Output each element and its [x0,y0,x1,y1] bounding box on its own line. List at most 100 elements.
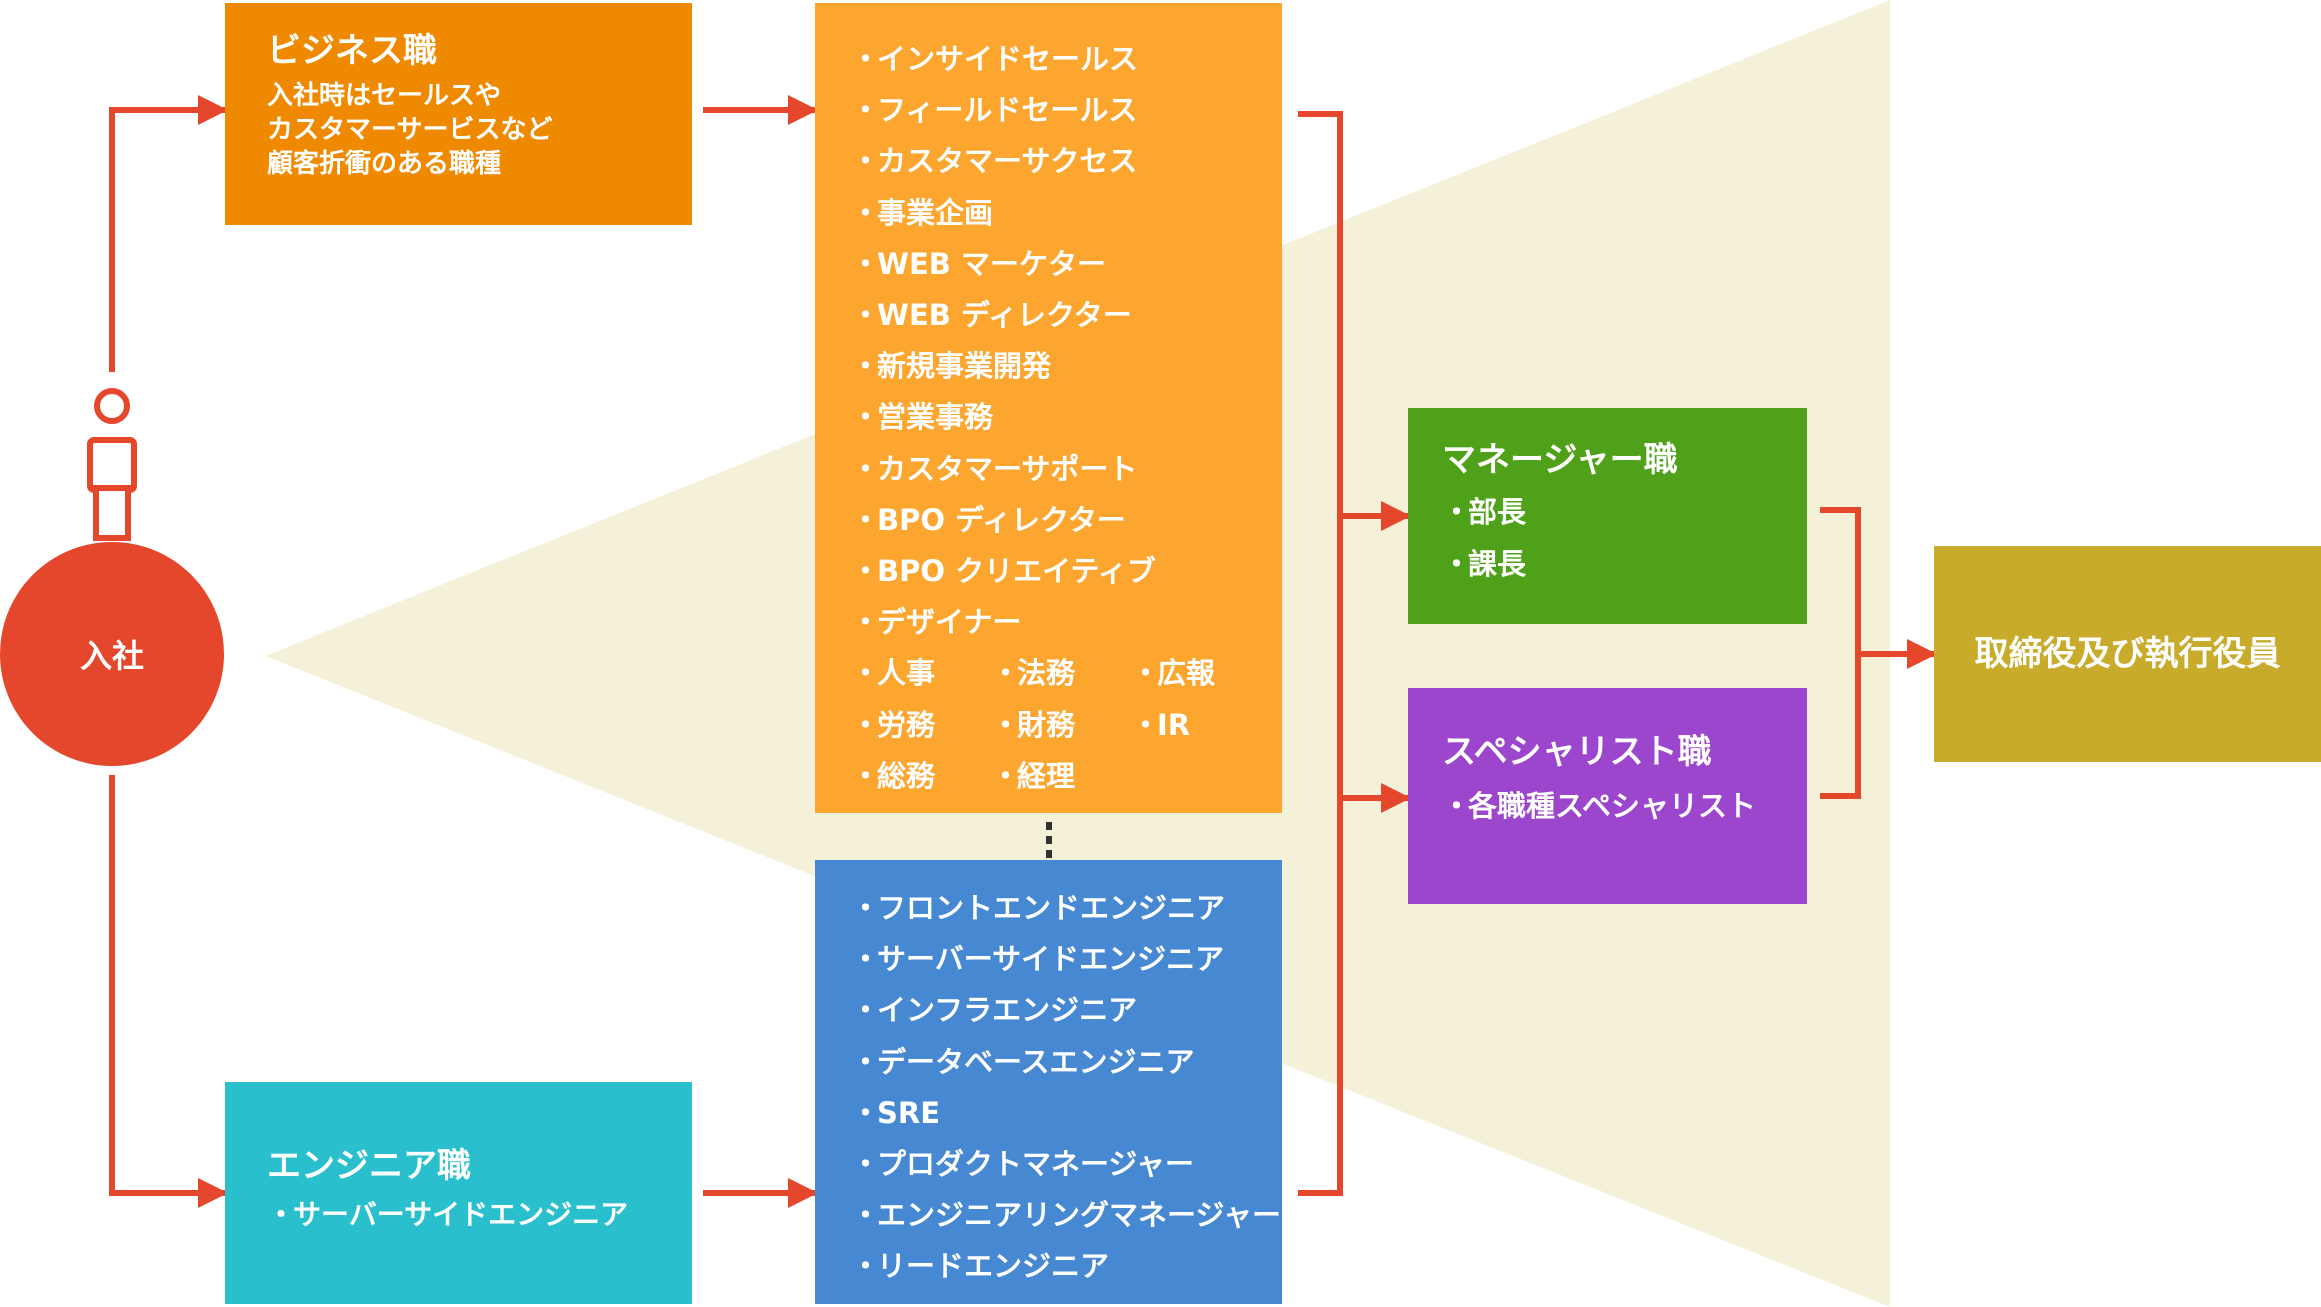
list-item: ・データベースエンジニア [851,1037,1282,1088]
list-item-label: インフラエンジニア [877,993,1138,1028]
grid-item: ・IR [1131,700,1231,751]
list-item-label: サーバーサイドエンジニア [877,942,1225,977]
person-icon [87,388,137,541]
specialist-track-items: ・各職種スペシャリスト [1442,784,1807,828]
list-item-label: 各職種スペシャリスト [1468,789,1756,823]
connector-join-to-business [109,95,228,372]
grid-item-label: 人事 [877,656,936,691]
bullet: ・ [991,656,1021,691]
list-item-label: フロントエンドエンジニア [877,891,1226,925]
list-item: ・課長 [1442,538,1807,590]
list-item-label: リードエンジニア [877,1249,1110,1284]
bullet: ・ [851,1249,881,1284]
list-item: ・部長 [1442,486,1807,538]
grid-item: ・経理 [991,751,1131,802]
list-item: ・SRE [851,1088,1282,1139]
business-track-desc-line: カスタマーサービスなど [267,115,553,145]
list-item: ・各職種スペシャリスト [1442,784,1807,828]
business-track-desc-line: 顧客折衝のある職種 [267,149,502,179]
bullet: ・ [851,1095,881,1130]
grid-item: ・人事 [851,648,991,699]
specialist-track-box: スペシャリスト職 ・各職種スペシャリスト [1408,688,1807,904]
list-item-label: 新規事業開発 [877,349,1052,384]
bullet: ・ [851,246,881,281]
list-item: ・営業事務 [851,392,1282,443]
bullet: ・ [991,707,1021,742]
list-item-label: データベースエンジニア [877,1044,1195,1079]
business-roles-list: ・インサイドセールス ・フィールドセールス ・カスタマーサクセス ・事業企画 ・… [851,34,1282,648]
list-item: ・WEB ディレクター [851,290,1282,341]
join-label: 入社 [79,637,144,675]
list-item: ・新規事業開発 [851,341,1282,392]
list-item-label: フィールドセールス [877,93,1138,128]
list-item: ・インフラエンジニア [851,985,1282,1036]
business-roles-box: ・インサイドセールス ・フィールドセールス ・カスタマーサクセス ・事業企画 ・… [815,3,1282,813]
bullet: ・ [851,195,881,230]
list-item: ・エンジニアリングマネージャー [851,1190,1282,1241]
bullet: ・ [851,349,881,384]
list-item-label: カスタマーサクセス [877,144,1138,179]
list-item-label: BPO ディレクター [877,502,1126,537]
engineer-track-title: エンジニア職 [267,1146,471,1186]
manager-track-title: マネージャー職 [1442,440,1678,480]
bracket-roles [1298,111,1343,1196]
bullet: ・ [851,42,881,76]
grid-item-label: 広報 [1157,656,1216,691]
bullet: ・ [851,502,881,537]
admin-roles-grid: ・人事 ・法務 ・広報 ・労務 ・財務 ・IR ・総務 ・経理 [851,648,1282,802]
list-item-label: プロダクトマネージャー [877,1147,1194,1182]
bullet: ・ [851,1147,881,1182]
join-circle [0,542,224,766]
bullet: ・ [851,451,881,486]
bullet: ・ [851,144,881,179]
list-item: ・カスタマーサポート [851,444,1282,495]
list-item: ・サーバーサイドエンジニア [851,934,1282,985]
list-item-label: カスタマーサポート [877,451,1138,486]
bullet: ・ [851,1198,881,1233]
business-track-desc-line: 入社時はセールスや [267,81,502,111]
list-item: ・サーバーサイドエンジニア [267,1196,692,1234]
bullet: ・ [851,758,881,793]
engineer-track-items: ・サーバーサイドエンジニア [267,1196,692,1234]
grid-item: ・法務 [991,648,1131,699]
list-item: ・事業企画 [851,188,1282,239]
list-item-label: SRE [877,1095,941,1130]
bullet: ・ [1442,789,1472,823]
grid-item-label: 財務 [1017,707,1076,742]
list-item-label: デザイナー [877,605,1022,640]
bullet: ・ [851,1044,881,1079]
list-item: ・フロントエンドエンジニア [851,883,1282,934]
list-item: ・リードエンジニア [851,1241,1282,1292]
list-item: ・カスタマーサクセス [851,136,1282,187]
grid-item-label: 法務 [1017,656,1076,691]
list-item-label: WEB ディレクター [877,298,1132,333]
list-item: ・BPO ディレクター [851,495,1282,546]
list-item: ・BPO クリエイティブ [851,546,1282,597]
specialist-track-title: スペシャリスト職 [1442,732,1712,772]
bullet: ・ [1442,547,1472,581]
list-item-label: 課長 [1468,547,1527,581]
bullet: ・ [851,942,881,977]
grid-item: ・広報 [1131,648,1231,699]
bullet: ・ [267,1198,296,1231]
grid-item-label: IR [1157,707,1191,742]
list-item-label: エンジニアリングマネージャー [877,1198,1281,1233]
connector-join-to-engineer [109,775,228,1208]
roles-continuation-dots [1046,822,1052,858]
bullet: ・ [1131,656,1161,691]
bullet: ・ [851,993,881,1028]
list-item: ・デザイナー [851,597,1282,648]
bullet: ・ [851,707,881,742]
list-item: ・インサイドセールス [851,34,1282,85]
grid-item: ・総務 [851,751,991,802]
grid-item: ・労務 [851,700,991,751]
bullet: ・ [1442,495,1472,529]
list-item: ・WEB マーケター [851,239,1282,290]
executive-box: 取締役及び執行役員 [1934,546,2321,762]
engineer-roles-box: ・フロントエンドエンジニア ・サーバーサイドエンジニア ・インフラエンジニア ・… [815,860,1282,1304]
manager-track-items: ・部長 ・課長 [1442,486,1807,590]
bullet: ・ [851,656,881,691]
engineer-roles-list: ・フロントエンドエンジニア ・サーバーサイドエンジニア ・インフラエンジニア ・… [851,883,1282,1293]
list-item-label: 営業事務 [877,400,994,435]
list-item-label: 部長 [1468,495,1527,529]
